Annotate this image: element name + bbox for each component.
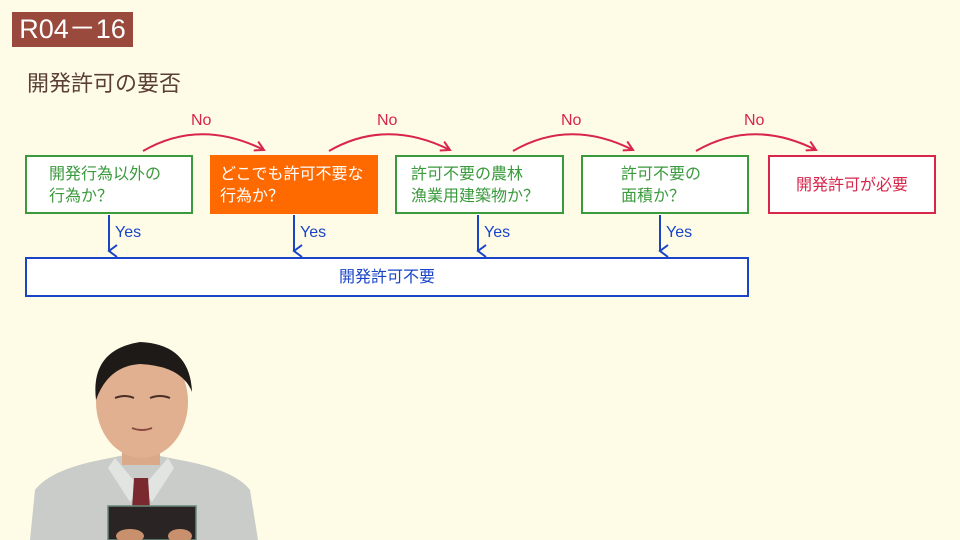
no-label-3: No bbox=[561, 112, 582, 129]
no-label-2: No bbox=[377, 112, 398, 129]
result-text: 開発許可不要 bbox=[338, 267, 435, 286]
decision-text: 開発行為以外の 行為か？ bbox=[49, 163, 162, 205]
no-label-1: No bbox=[191, 112, 212, 129]
result-permit-required: 開発許可が必要 bbox=[768, 155, 936, 214]
decision-text: 許可不要の 面積か？ bbox=[621, 163, 702, 205]
result-permit-not-required: 開発許可不要 bbox=[25, 257, 749, 297]
no-arrow-2 bbox=[328, 133, 450, 152]
no-label-4: No bbox=[744, 112, 765, 129]
presenter-collar bbox=[108, 458, 174, 502]
decision-box-1: 開発行為以外の 行為か？ bbox=[25, 155, 193, 214]
presenter-hand bbox=[116, 529, 144, 540]
decision-text: 許可不要の農林 漁業用建築物か？ bbox=[411, 163, 540, 205]
yes-label-3: Yes bbox=[484, 224, 511, 241]
presenter-video bbox=[30, 342, 258, 540]
yes-label-1: Yes bbox=[115, 224, 142, 241]
no-arrow-4 bbox=[695, 133, 816, 152]
presenter-hand bbox=[168, 529, 192, 540]
presenter-hair bbox=[95, 342, 192, 400]
yes-label-2: Yes bbox=[300, 224, 327, 241]
page-title: 開発許可の要否 bbox=[27, 72, 182, 97]
presenter-eyes bbox=[114, 395, 171, 399]
presenter-mouth bbox=[131, 427, 153, 431]
result-text: 開発許可が必要 bbox=[795, 174, 908, 194]
no-arrow-1 bbox=[142, 133, 264, 152]
no-arrow-3 bbox=[512, 133, 633, 152]
decision-box-3: 許可不要の農林 漁業用建築物か？ bbox=[395, 155, 564, 214]
problem-number-badge: R04－16 bbox=[12, 12, 133, 47]
decision-text: どこでも許可不要な 行為か？ bbox=[220, 163, 364, 205]
yes-label-4: Yes bbox=[666, 224, 693, 241]
decision-box-4: 許可不要の 面積か？ bbox=[581, 155, 749, 214]
decision-box-2-highlighted: どこでも許可不要な 行為か？ bbox=[210, 155, 378, 214]
presenter-face bbox=[96, 346, 188, 458]
